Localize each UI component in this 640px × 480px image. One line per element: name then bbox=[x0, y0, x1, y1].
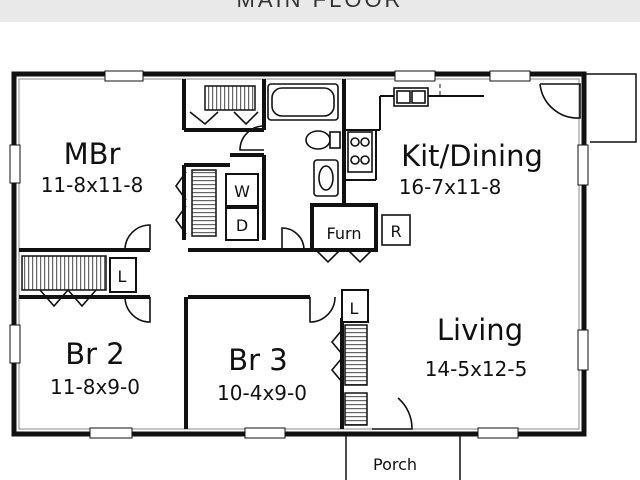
dryer-label: D bbox=[236, 216, 248, 235]
room-name-living: Living bbox=[437, 313, 523, 347]
room-name-kit: Kit/Dining bbox=[401, 139, 543, 173]
linen-label-1: L bbox=[118, 267, 127, 286]
hall-door bbox=[281, 227, 305, 251]
porch-label: Porch bbox=[373, 455, 417, 474]
linen-label-2: L bbox=[350, 299, 359, 318]
room-name-br2: Br 2 bbox=[65, 337, 125, 371]
side-stoop bbox=[584, 73, 637, 143]
furnace-label: Furn bbox=[327, 224, 362, 243]
door-swings bbox=[124, 83, 581, 430]
closet-doors bbox=[39, 111, 373, 383]
washer-label: W bbox=[234, 182, 250, 201]
washer-dryer bbox=[225, 173, 259, 241]
exterior-walls bbox=[11, 71, 587, 437]
washer-box bbox=[225, 173, 259, 207]
linen-closets bbox=[109, 257, 369, 323]
br2-door bbox=[124, 296, 151, 323]
entry-door bbox=[539, 83, 581, 119]
room-name-br3: Br 3 bbox=[228, 343, 288, 377]
toilet bbox=[305, 130, 331, 150]
room-dims-br2: 11-8x9-0 bbox=[50, 375, 140, 399]
bath-fixtures bbox=[267, 83, 341, 197]
br3-door bbox=[309, 296, 336, 323]
closets bbox=[21, 85, 368, 426]
windows bbox=[9, 70, 589, 439]
upper-cabinets bbox=[439, 84, 484, 97]
mbr-door bbox=[124, 224, 151, 251]
range bbox=[347, 131, 373, 173]
floor-title: MAIN FLOOR bbox=[0, 0, 640, 13]
front-door bbox=[372, 397, 413, 430]
dryer-box bbox=[225, 207, 259, 241]
header-strip: MAIN FLOOR bbox=[0, 0, 640, 22]
kitchen-fixtures bbox=[347, 87, 429, 246]
room-dims-mbr: 11-8x11-8 bbox=[41, 173, 144, 197]
room-dims-br3: 10-4x9-0 bbox=[217, 381, 307, 405]
refrigerator-label: R bbox=[390, 222, 401, 241]
room-dims-kit: 16-7x11-8 bbox=[399, 175, 502, 199]
bath-door bbox=[239, 125, 265, 151]
refrigerator bbox=[381, 214, 411, 246]
room-name-mbr: MBr bbox=[64, 137, 121, 171]
room-dims-living: 14-5x12-5 bbox=[425, 357, 528, 381]
